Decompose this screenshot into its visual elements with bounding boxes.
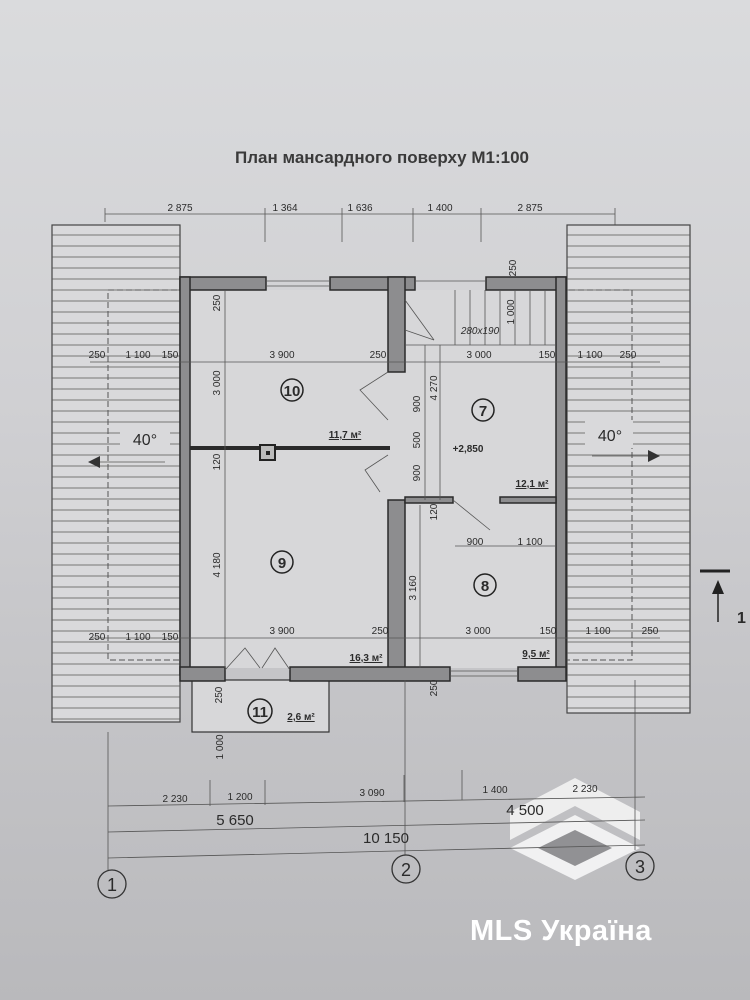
dim-label: 1 100 xyxy=(577,350,602,361)
dim-label: 3 000 xyxy=(466,350,491,361)
dim-label: 1 364 xyxy=(272,203,297,214)
room-area: 2,6 м² xyxy=(287,712,315,723)
slope-arrow-icon xyxy=(648,450,660,462)
walls xyxy=(179,276,567,682)
dim-label: 1 100 xyxy=(585,626,610,637)
dim-label: 250 xyxy=(89,350,106,361)
dim-label: 1 400 xyxy=(427,203,452,214)
watermark-brand: MLS Україна xyxy=(470,915,652,947)
room-8: 8 9,5 м² xyxy=(473,573,550,660)
room-11: 11 2,6 м² xyxy=(247,698,315,724)
dim-label: 3 000 xyxy=(465,626,490,637)
room-number: 11 xyxy=(252,704,268,721)
axis-marker: 3 xyxy=(635,857,645,877)
dim-label: 2 230 xyxy=(572,784,597,795)
room-9: 9 16,3 м² xyxy=(270,550,384,664)
room-area: 9,5 м² xyxy=(522,649,550,660)
dim-label: 1 100 xyxy=(125,350,150,361)
dim-label: 2 875 xyxy=(167,203,192,214)
plan-title: План мансардного поверху М1:100 xyxy=(235,148,529,167)
dim-label: 1 000 xyxy=(215,734,226,759)
stair-size-label: 280x190 xyxy=(460,326,500,337)
room-number: 10 xyxy=(284,383,301,400)
roof-slope-left: 40° xyxy=(51,224,189,723)
dim-label: 4 270 xyxy=(429,375,440,400)
dim-label: 3 160 xyxy=(408,575,419,600)
dim-label: 1 400 xyxy=(482,785,507,796)
dim-label: 4 180 xyxy=(212,552,223,577)
section-arrow-icon xyxy=(712,580,724,594)
dim-label: 150 xyxy=(540,626,557,637)
dim-label: 4 500 xyxy=(506,802,544,819)
room-area: 12,1 м² xyxy=(516,479,550,490)
dim-label: 1 100 xyxy=(517,537,542,548)
room-10: 10 11,7 м² xyxy=(280,378,362,441)
dim-label: 150 xyxy=(539,350,556,361)
dim-label: 10 150 xyxy=(363,830,409,847)
dim-label: 900 xyxy=(467,537,484,548)
dim-label: 1 000 xyxy=(506,299,517,324)
roof-slope-right: 40° xyxy=(559,224,691,714)
dim-label: 150 xyxy=(162,350,179,361)
dim-label: 250 xyxy=(212,294,223,311)
room-number: 7 xyxy=(479,403,487,420)
section-mark: 1 xyxy=(700,569,746,627)
dim-label: 3 000 xyxy=(212,370,223,395)
axis-marker: 2 xyxy=(401,860,411,880)
slope-angle-label: 40° xyxy=(598,428,622,445)
mls-logo-icon xyxy=(510,778,640,880)
level-mark: +2,850 xyxy=(453,444,484,455)
dim-row-lower: 250 1 100 150 3 900 250 3 000 150 1 100 … xyxy=(89,626,659,643)
dim-label: 900 xyxy=(412,395,423,412)
dim-label: 120 xyxy=(212,453,223,470)
room-7: 7 12,1 м² xyxy=(471,398,550,490)
dim-label: 1 200 xyxy=(227,792,252,803)
dim-vertical: 250 3 000 120 4 180 900 500 900 4 270 12… xyxy=(212,259,543,759)
dim-label: 250 xyxy=(642,626,659,637)
room-area: 11,7 м² xyxy=(329,430,362,441)
dim-row-upper: 250 1 100 150 3 900 250 3 000 150 1 100 … xyxy=(89,350,637,361)
dim-label: 250 xyxy=(429,679,440,696)
dim-label: 2 875 xyxy=(517,203,542,214)
dim-label: 250 xyxy=(372,626,389,637)
dim-label: 1 100 xyxy=(125,632,150,643)
room-number: 8 xyxy=(481,578,489,595)
dim-label: 150 xyxy=(162,632,179,643)
dim-label: 3 090 xyxy=(359,788,384,799)
dim-label: 2 230 xyxy=(162,794,187,805)
floor-area xyxy=(190,290,556,668)
dim-label: 900 xyxy=(412,464,423,481)
slope-arrow-icon xyxy=(88,456,100,468)
dimension-lines xyxy=(90,290,660,668)
room-area: 16,3 м² xyxy=(350,653,384,664)
dim-label: 250 xyxy=(508,259,519,276)
dim-label: 250 xyxy=(214,686,225,703)
top-dimension-chain: 2 875 1 364 1 636 1 400 2 875 xyxy=(104,203,616,242)
dim-label: 120 xyxy=(429,503,440,520)
dim-label: 3 900 xyxy=(269,350,294,361)
grid-axes: 1 2 3 xyxy=(97,851,655,899)
dim-label: 250 xyxy=(620,350,637,361)
dim-label: 1 636 xyxy=(347,203,372,214)
section-number: 1 xyxy=(737,610,746,627)
slope-angle-label: 40° xyxy=(133,432,157,449)
dim-label: 250 xyxy=(89,632,106,643)
room-number: 9 xyxy=(278,555,286,572)
axis-marker: 1 xyxy=(107,875,117,895)
bottom-dimension-chain: 2 230 1 200 3 090 1 400 2 230 5 650 4 50… xyxy=(107,680,646,870)
dim-label: 5 650 xyxy=(216,812,254,829)
dim-label: 3 900 xyxy=(269,626,294,637)
dim-label: 500 xyxy=(412,431,423,448)
dim-label: 250 xyxy=(370,350,387,361)
